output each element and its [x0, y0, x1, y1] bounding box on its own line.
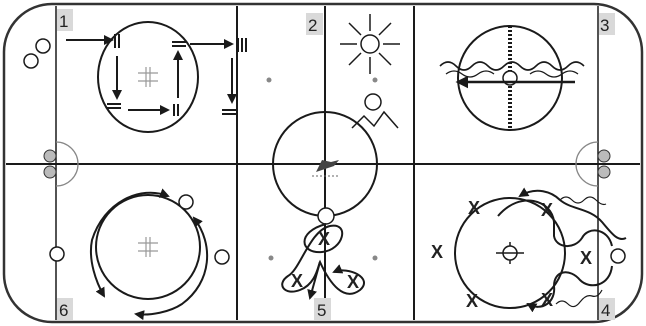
x-mark: X: [347, 272, 359, 292]
x-mark: X: [580, 248, 592, 268]
faceoff-dot-icon: [138, 67, 158, 87]
crossbar-icon: [107, 104, 121, 108]
zone-3-drill: [440, 26, 584, 130]
faceoff-dot: [269, 256, 274, 261]
zone-number-1: 1: [57, 9, 73, 31]
arrow-icon: [91, 193, 168, 296]
faceoff-circle: [98, 22, 198, 132]
zone-number-4: 4: [599, 298, 615, 320]
zone-6-drill: [50, 193, 229, 315]
crossbar-icon: [222, 110, 238, 114]
x-mark: X: [468, 198, 480, 218]
zone-number-5: 5: [314, 298, 331, 320]
svg-text:2: 2: [308, 16, 317, 35]
player-circle: [179, 195, 193, 209]
left-net-bottom: [44, 166, 56, 178]
zone-4-drill: X X X X X X: [431, 191, 626, 311]
player-circle: [215, 250, 229, 264]
zone-1-drill: [24, 22, 246, 132]
crossbar-icon: [172, 42, 186, 46]
faceoff-dot: [373, 256, 378, 261]
zone-number-3: 3: [599, 13, 615, 35]
x-mark: X: [466, 291, 478, 311]
wave-icon: [446, 71, 494, 77]
x-mark: X: [318, 229, 330, 249]
zone-number-2: 2: [306, 13, 323, 35]
wave-icon: [530, 71, 578, 77]
crossbar-icon: [238, 38, 246, 52]
left-net-top: [44, 150, 56, 162]
svg-text:1: 1: [59, 12, 68, 31]
right-net-bottom: [598, 166, 610, 178]
mountain-icon: [352, 94, 398, 128]
faceoff-circle: [96, 195, 200, 299]
player-circle: [36, 39, 50, 53]
x-mark: X: [541, 200, 553, 220]
player-circle: [24, 54, 38, 68]
crossbar-icon: [174, 104, 178, 116]
svg-text:4: 4: [601, 301, 610, 320]
player-circle: [318, 208, 334, 224]
zone-number-6: 6: [57, 298, 73, 320]
skating-path: [520, 191, 626, 239]
faceoff-dot-icon: [138, 237, 158, 257]
sun-icon: [340, 14, 400, 74]
svg-text:3: 3: [600, 16, 609, 35]
faceoff-dot: [267, 78, 272, 83]
player-circle: [611, 249, 625, 263]
faceoff-dot-icon: [496, 242, 524, 264]
zone-2-drill: X X X: [267, 14, 401, 298]
svg-text:5: 5: [317, 301, 326, 320]
x-mark: X: [431, 242, 443, 262]
wave-icon: [556, 290, 602, 307]
player-circle: [50, 247, 64, 261]
crossbar-icon: [115, 34, 119, 48]
x-mark: X: [291, 271, 303, 291]
skating-path: [498, 201, 612, 247]
faceoff-dot: [373, 78, 378, 83]
svg-text:6: 6: [59, 301, 68, 320]
right-net-top: [598, 150, 610, 162]
